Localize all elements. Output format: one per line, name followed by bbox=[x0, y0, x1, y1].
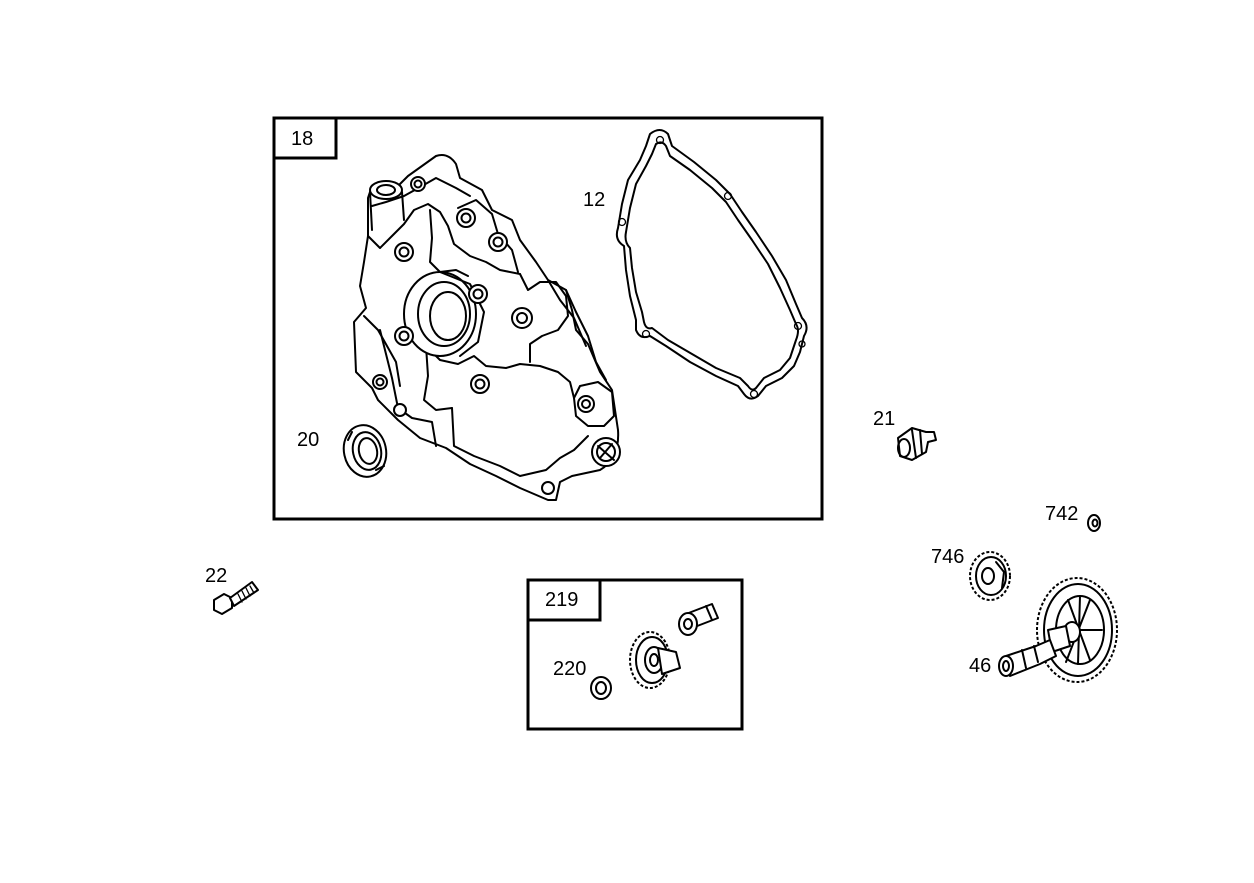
group-219: 219 220 bbox=[526, 578, 744, 731]
cover-gasket bbox=[615, 129, 808, 400]
group-219-frame bbox=[526, 578, 744, 731]
label-part-220: 220 bbox=[553, 658, 586, 680]
label-part-20: 20 bbox=[297, 429, 319, 451]
group-18-frame bbox=[272, 116, 824, 521]
part-21-plug bbox=[897, 427, 937, 461]
group-18-label: 18 bbox=[291, 128, 313, 150]
label-part-22: 22 bbox=[205, 565, 227, 587]
part-746-gear bbox=[969, 551, 1011, 601]
label-part-46: 46 bbox=[969, 655, 991, 677]
group-219-label-box bbox=[526, 578, 602, 622]
part-742-clip bbox=[1087, 514, 1101, 532]
part-22-bolt bbox=[213, 581, 259, 615]
crankcase-cover bbox=[353, 154, 621, 501]
governor-shaft bbox=[678, 603, 719, 636]
cover-bolt-holes bbox=[372, 176, 595, 495]
part-46-camshaft bbox=[998, 577, 1118, 683]
group-219-label: 219 bbox=[545, 589, 578, 611]
group-18: 18 bbox=[272, 116, 824, 521]
label-part-746: 746 bbox=[931, 546, 964, 568]
label-part-21: 21 bbox=[873, 408, 895, 430]
label-part-742: 742 bbox=[1045, 503, 1078, 525]
label-part-12: 12 bbox=[583, 189, 605, 211]
governor-gear bbox=[629, 631, 681, 689]
group-18-label-box bbox=[272, 116, 338, 160]
oil-seal bbox=[342, 424, 388, 478]
washer bbox=[590, 676, 612, 700]
